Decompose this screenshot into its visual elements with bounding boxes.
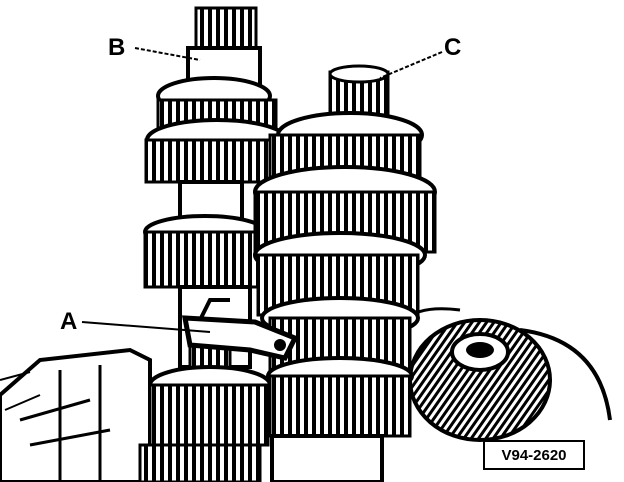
leader-a xyxy=(81,321,211,333)
callout-b: B xyxy=(108,34,126,61)
figure-reference-label: V94-2620 xyxy=(501,446,567,464)
shift-fork-a xyxy=(181,298,299,361)
figure-reference-box: V94-2620 xyxy=(483,440,585,470)
shaft-c xyxy=(253,64,437,482)
callout-c: C xyxy=(444,34,462,61)
leader-c xyxy=(379,51,443,79)
shaft-b xyxy=(138,6,292,482)
callout-a: A xyxy=(60,308,78,335)
leader-b xyxy=(134,47,201,61)
differential-gear xyxy=(403,307,612,442)
leader-lines xyxy=(81,47,443,333)
housing-frame xyxy=(0,347,152,482)
